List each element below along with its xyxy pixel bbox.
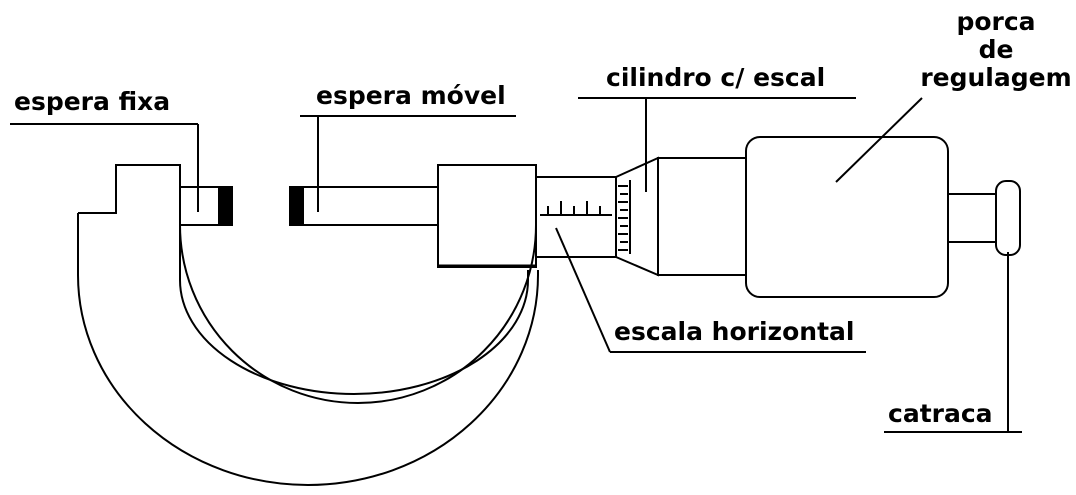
label-porca-line2: de bbox=[979, 35, 1014, 64]
movable-spindle bbox=[289, 186, 439, 226]
sleeve-mount-block bbox=[437, 164, 537, 268]
thimble-ticks bbox=[618, 185, 628, 251]
frame-inner-outline bbox=[179, 225, 529, 395]
sleeve-scale bbox=[535, 176, 617, 258]
thimble bbox=[615, 156, 747, 277]
fixed-anvil-face bbox=[218, 187, 232, 225]
label-espera-movel: espera móvel bbox=[316, 81, 506, 110]
fixed-anvil bbox=[179, 186, 233, 226]
spindle-body bbox=[289, 186, 439, 226]
ratchet bbox=[947, 180, 1021, 256]
ratchet-knob bbox=[995, 180, 1021, 256]
label-catraca: catraca bbox=[888, 399, 993, 428]
ratchet-shaft bbox=[947, 193, 997, 243]
leader-lines bbox=[10, 97, 1022, 433]
micrometer-frame bbox=[77, 164, 539, 486]
label-escala-horizontal: escala horizontal bbox=[614, 317, 854, 346]
thimble-bevel bbox=[615, 156, 659, 277]
frame-outer-arc bbox=[77, 213, 539, 486]
label-cilindro: cilindro c/ escal bbox=[606, 63, 825, 92]
adjustment-nut bbox=[745, 136, 949, 298]
label-espera-fixa: espera fixa bbox=[14, 87, 170, 116]
sleeve-body bbox=[535, 176, 617, 258]
label-porca-line3: regulagem bbox=[920, 63, 1071, 92]
label-porca-line1: porca bbox=[956, 7, 1035, 36]
thimble-body bbox=[657, 157, 747, 276]
sleeve-ticks bbox=[547, 201, 601, 215]
frame-outer-outline bbox=[78, 164, 537, 404]
spindle-face bbox=[290, 187, 304, 225]
escala-leader bbox=[555, 227, 611, 353]
sleeve-mount bbox=[437, 164, 537, 268]
porca-leader bbox=[835, 97, 923, 183]
